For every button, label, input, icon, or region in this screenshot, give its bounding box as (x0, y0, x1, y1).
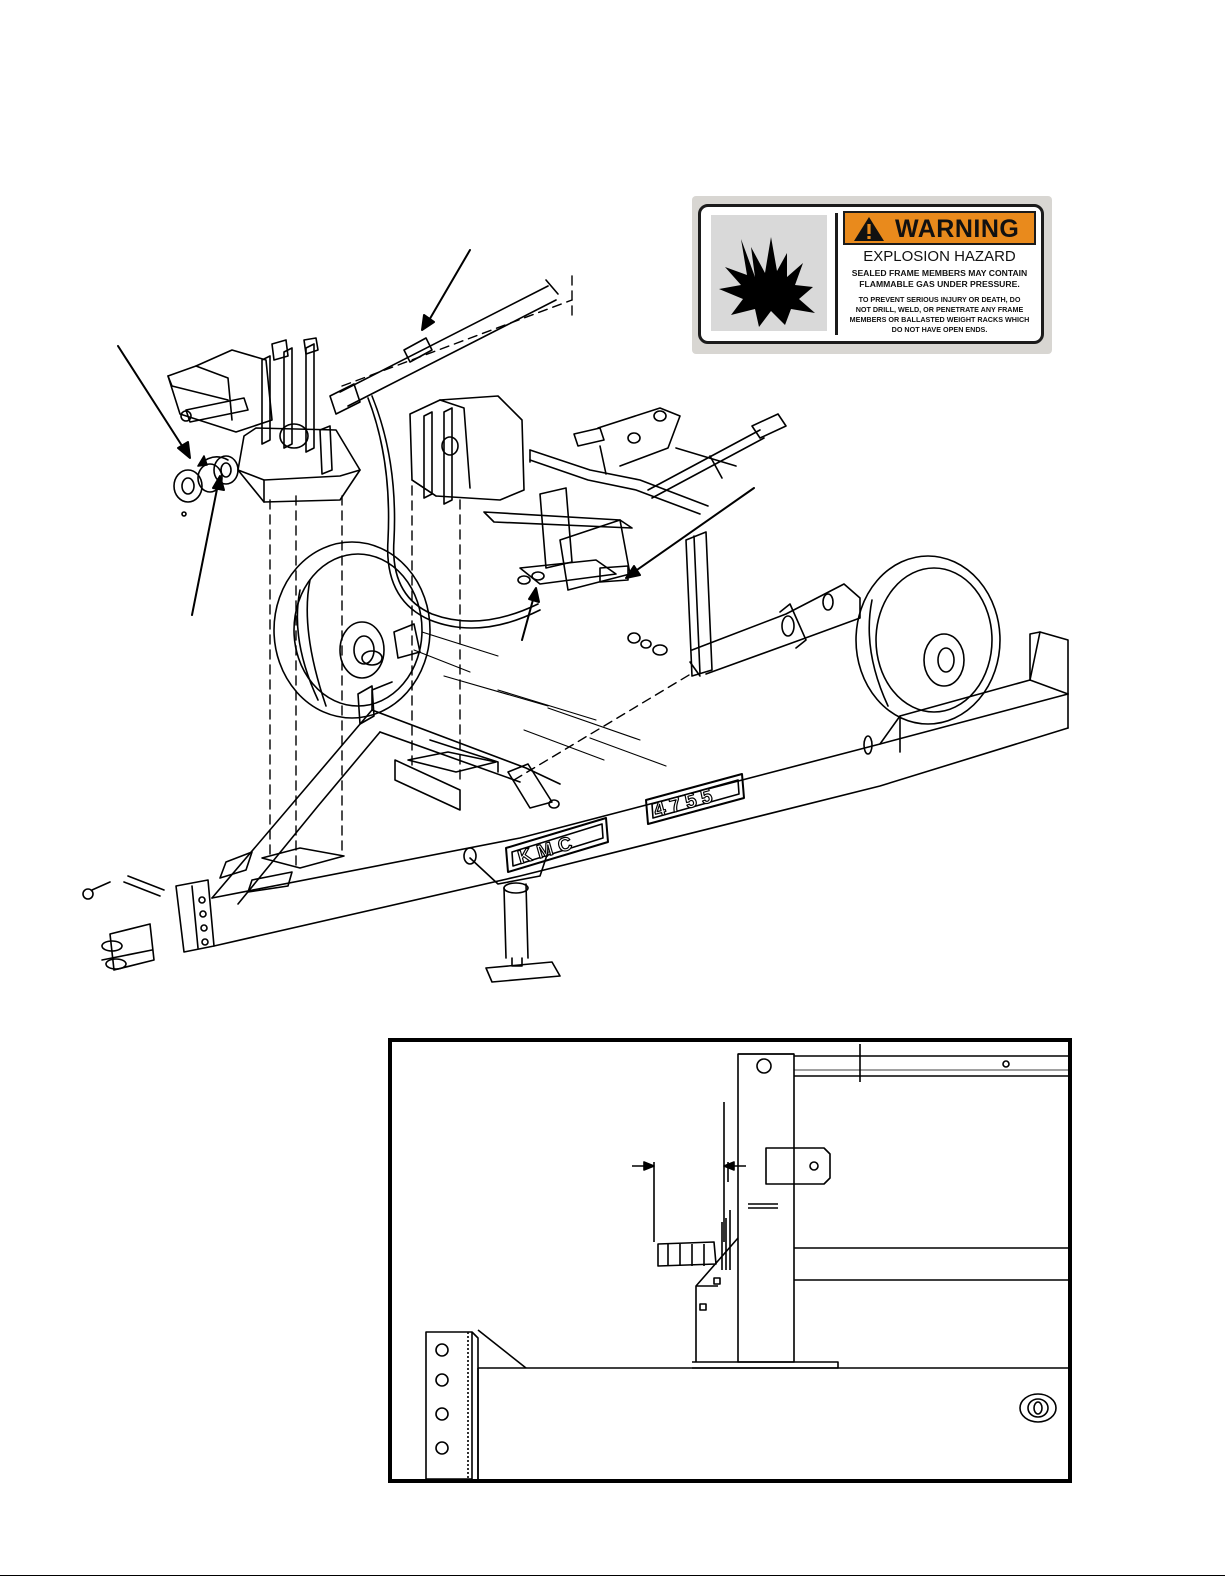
decal-border: WARNING EXPLOSION HAZARD SEALED FRAME ME… (698, 204, 1044, 344)
trailer-frame (83, 632, 1068, 970)
right-gearbox-frame (358, 396, 872, 808)
instruction-line-3: MEMBERS OR BALLASTED WEIGHT RACKS WHICH (841, 315, 1038, 325)
detail-view-frame (388, 1038, 1072, 1483)
leader-arrows (118, 250, 754, 640)
frame-plates: KMC 4755 (506, 774, 744, 872)
page-bottom-rule (0, 1575, 1225, 1576)
instruction-line-1: TO PREVENT SERIOUS INJURY OR DEATH, DO (841, 295, 1038, 305)
left-wheel (274, 542, 430, 718)
instruction-line-2: NOT DRILL, WELD, OR PENETRATE ANY FRAME (841, 305, 1038, 315)
right-wheel (856, 556, 1000, 724)
hazard-line-2: FLAMMABLE GAS UNDER PRESSURE. (841, 279, 1038, 290)
hazard-title: EXPLOSION HAZARD (843, 248, 1036, 265)
left-gearbox-mount (168, 338, 360, 516)
instruction-line-4: DO NOT HAVE OPEN ENDS. (841, 325, 1038, 335)
mount-footprints (262, 752, 496, 868)
exploded-assembly-drawing: KMC 4755 (0, 0, 1225, 1000)
jack-stand (464, 848, 560, 982)
alert-triangle-icon (853, 216, 885, 242)
detail-side-view (392, 1042, 1068, 1479)
hazard-line-1: SEALED FRAME MEMBERS MAY CONTAIN (841, 268, 1038, 279)
hazard-instructions: TO PREVENT SERIOUS INJURY OR DEATH, DO N… (841, 295, 1038, 335)
axle-hatching (414, 632, 666, 766)
warning-decal: WARNING EXPLOSION HAZARD SEALED FRAME ME… (692, 196, 1052, 354)
explosion-pictogram (707, 213, 838, 335)
explosion-icon (707, 213, 835, 335)
warning-signal-word: WARNING (895, 215, 1019, 244)
warning-header: WARNING (843, 211, 1036, 245)
